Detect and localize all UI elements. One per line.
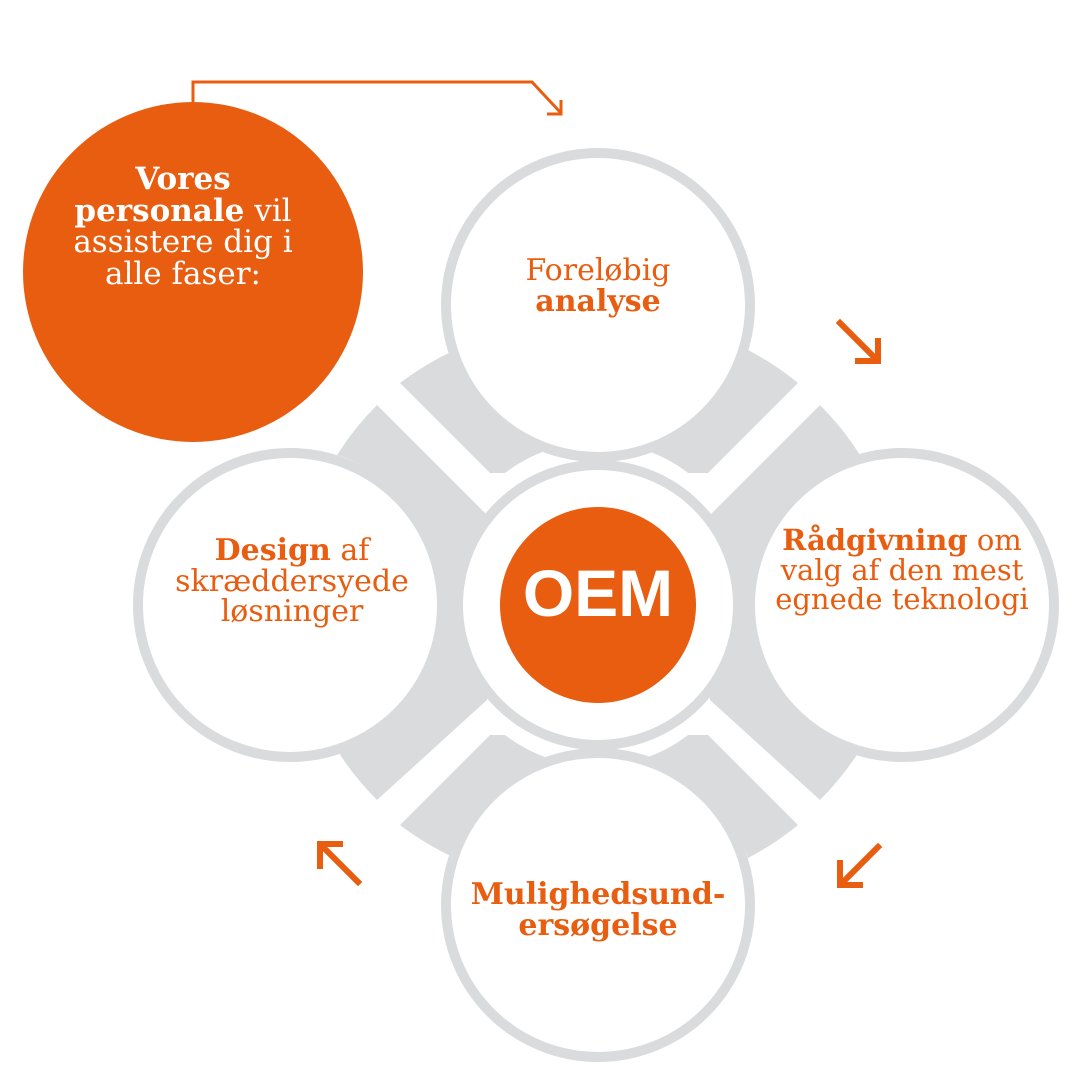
arrow-right-down-icon <box>835 318 881 364</box>
step-label-analyse: Foreløbig analyse <box>525 253 671 319</box>
step-circle-radgivning <box>745 448 1059 762</box>
arrow-left-down-icon <box>837 842 883 888</box>
step-label-design: Design af skræddersyede løsninger <box>175 533 409 630</box>
step-label-radgivning: Rådgivning om valg af den mest egnede te… <box>775 523 1029 617</box>
step-circle-analyse <box>441 148 755 462</box>
intro-circle <box>23 102 363 442</box>
step-label-mulighed: Mulighedsund-ersøgelse <box>470 877 726 943</box>
step-circle-design <box>133 448 447 762</box>
intro-text: Vores personale vil assistere dig i alle… <box>73 161 293 292</box>
center-circle <box>500 507 696 703</box>
arrow-left-up-icon <box>317 841 363 887</box>
arrow-connector <box>191 80 562 114</box>
connector-band <box>400 350 798 473</box>
center-label: OEM <box>522 556 674 630</box>
step-circle-mulighed <box>441 748 755 1062</box>
